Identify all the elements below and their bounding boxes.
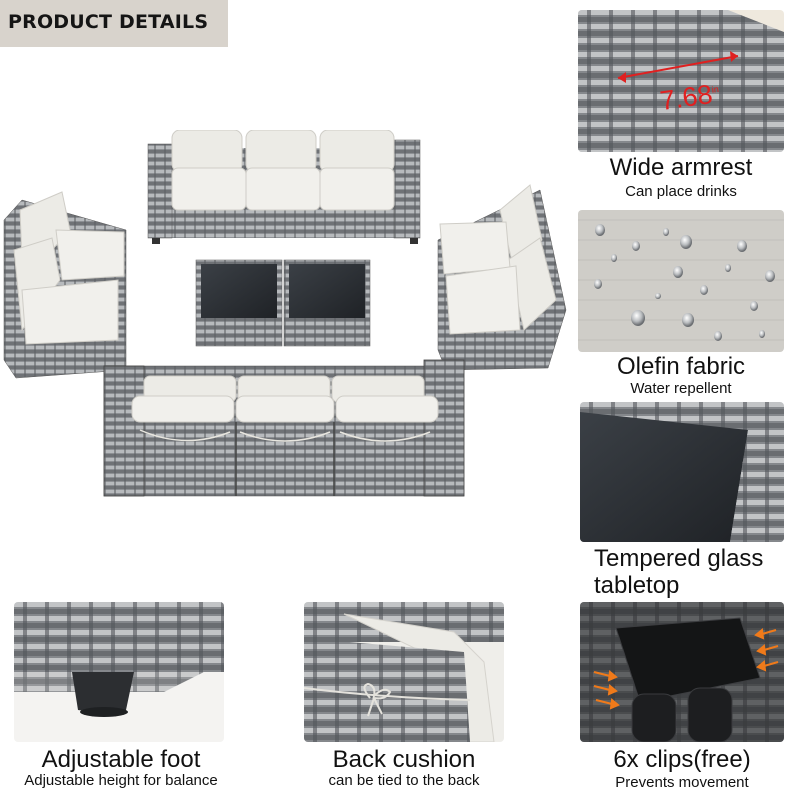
water-droplets	[594, 224, 775, 341]
fabric-title: Olefin fabric	[616, 353, 746, 380]
cushion-title: Back cushion	[332, 746, 476, 773]
cushion-subtitle: can be tied to the back	[328, 772, 480, 789]
sectional-sofa-set-image	[3, 130, 567, 497]
armrest-photo: 7.68in	[578, 10, 784, 152]
right-sofa	[437, 184, 567, 371]
clips-title: 6x clips(free)	[613, 746, 751, 773]
fabric-subtitle: Water repellent	[630, 380, 732, 397]
foot-title: Adjustable foot	[41, 746, 201, 773]
glass-title-line1: Tempered glass	[594, 545, 764, 572]
cushion-photo	[304, 602, 504, 742]
back-sofa	[147, 130, 421, 244]
armrest-title: Wide armrest	[609, 154, 753, 181]
arrow-icons	[593, 628, 779, 710]
fabric-photo	[578, 210, 784, 352]
product-details-banner: PRODUCT DETAILS	[0, 0, 228, 47]
glass-title-line2: tabletop	[594, 572, 680, 599]
clips-photo	[580, 602, 784, 742]
coffee-tables	[195, 259, 371, 347]
front-sofa	[103, 359, 465, 497]
glass-photo	[580, 402, 784, 542]
banner-title: PRODUCT DETAILS	[8, 11, 209, 33]
foot-photo	[14, 602, 224, 742]
left-sofa	[3, 191, 127, 379]
clips-subtitle: Prevents movement	[615, 774, 749, 791]
foot-subtitle: Adjustable height for balance	[24, 772, 218, 789]
armrest-subtitle: Can place drinks	[625, 183, 737, 200]
measurement-value: 7.68	[658, 78, 715, 117]
measurement-unit: in	[711, 83, 720, 95]
